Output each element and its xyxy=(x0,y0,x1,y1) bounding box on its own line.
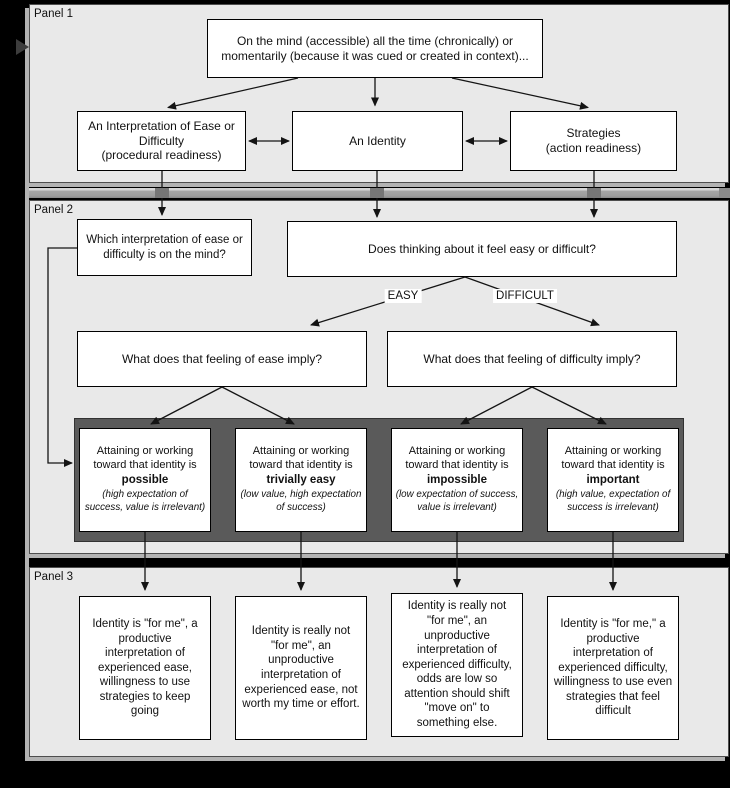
panel-1-label: Panel 1 xyxy=(34,8,74,20)
panel-3-label: Panel 3 xyxy=(34,571,74,583)
outcome-box-important: Attaining or working toward that identit… xyxy=(547,428,679,532)
ease-imply-box: What does that feeling of ease imply? xyxy=(77,331,367,387)
divider-bar-crossing-marker xyxy=(587,188,601,198)
identity-box: An Identity xyxy=(292,111,463,171)
outcome-lead-text: Attaining or working toward that identit… xyxy=(405,445,509,472)
conclusion-productive-ease-box: Identity is "for me", a productive inter… xyxy=(79,596,211,740)
outcome-keyword: impossible xyxy=(426,474,488,487)
outcome-qualifier: (high expectation of success, value is i… xyxy=(84,489,206,513)
outcome-qualifier: (low expectation of success, value is ir… xyxy=(395,489,519,513)
outcome-lead-text: Attaining or working toward that identit… xyxy=(249,445,353,472)
outcome-lead-text: Attaining or working toward that identit… xyxy=(93,445,197,472)
outcome-keyword: possible xyxy=(121,474,169,487)
divider-bar-crossing-marker xyxy=(155,188,169,198)
left-edge-strip xyxy=(25,8,29,761)
easy-branch-label: EASY xyxy=(384,289,422,303)
easy-or-difficult-box: Does thinking about it feel easy or diff… xyxy=(287,221,677,277)
divider-bar-crossing-marker xyxy=(370,188,384,198)
outcome-lead-text: Attaining or working toward that identit… xyxy=(561,445,665,472)
strategies-box: Strategies (action readiness) xyxy=(510,111,677,171)
outcome-qualifier: (low value, high expectation of success) xyxy=(240,489,362,513)
conclusion-unproductive-difficulty-box: Identity is really not "for me", an unpr… xyxy=(391,593,523,737)
interpretation-of-ease-box: An Interpretation of Ease or Difficulty … xyxy=(77,111,246,171)
difficulty-imply-box: What does that feeling of difficulty imp… xyxy=(387,331,677,387)
left-edge-arrow-marker xyxy=(16,39,29,55)
outcome-box-possible: Attaining or working toward that identit… xyxy=(79,428,211,532)
conclusion-productive-difficulty-box: Identity is "for me," a productive inter… xyxy=(547,596,679,740)
outcome-keyword: trivially easy xyxy=(266,474,336,487)
panel-2-label: Panel 2 xyxy=(34,204,74,216)
which-interpretation-box: Which interpretation of ease or difficul… xyxy=(77,219,252,276)
outcome-keyword: important xyxy=(586,474,640,487)
outcome-box-trivially-easy: Attaining or working toward that identit… xyxy=(235,428,367,532)
difficult-branch-label: DIFFICULT xyxy=(493,289,557,303)
conclusion-unproductive-ease-box: Identity is really not "for me", an unpr… xyxy=(235,596,367,740)
outcome-qualifier: (high value, expectation of success is i… xyxy=(555,489,671,513)
on-the-mind-box: On the mind (accessible) all the time (c… xyxy=(207,19,543,78)
divider-bar-end-cap xyxy=(719,188,730,198)
outcome-box-impossible: Attaining or working toward that identit… xyxy=(391,428,523,532)
